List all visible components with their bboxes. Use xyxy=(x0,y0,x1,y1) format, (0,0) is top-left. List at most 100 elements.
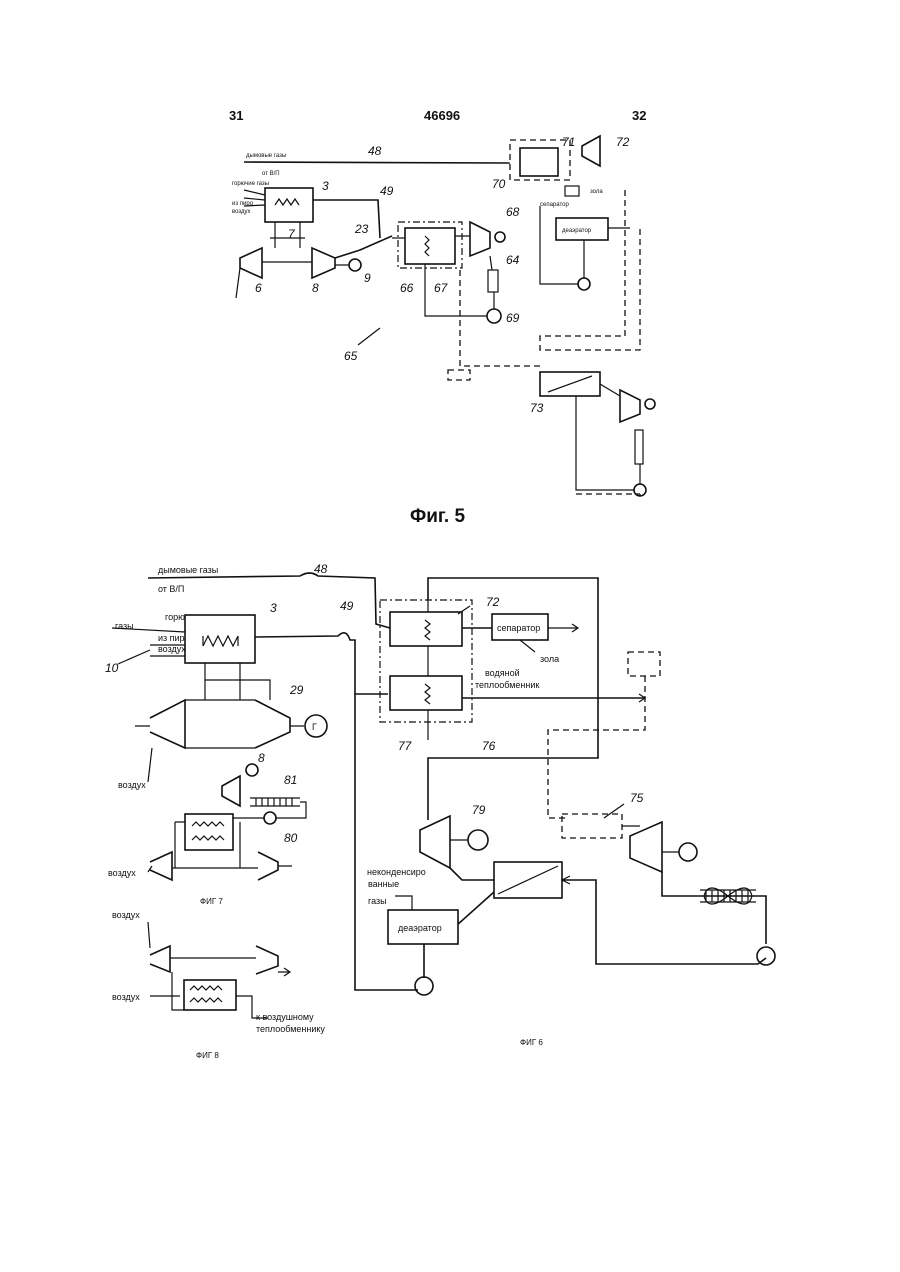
fig5-heat-exchanger xyxy=(405,228,455,264)
fig6-label-from-vp: от В/П xyxy=(158,584,184,594)
left-page-number: 31 xyxy=(229,108,243,123)
fig6-num-8: 8 xyxy=(258,751,265,765)
fig5-steam-turbine xyxy=(470,222,490,256)
fig6-num-76: 76 xyxy=(482,739,496,753)
fig5-caption: Фиг. 5 xyxy=(410,506,465,527)
fig5-line-49 xyxy=(313,200,380,238)
fig5-lower-dashed xyxy=(576,494,640,496)
fig7-upper-gen xyxy=(246,764,258,776)
fig6-label-flue-gas: дымовые газы xyxy=(158,565,218,575)
figure-8: воздух воздух к воздушному теплообменник… xyxy=(112,910,325,1060)
fig6-num-10: 10 xyxy=(105,661,119,675)
fig5-num-65: 65 xyxy=(344,349,358,363)
figure-5: дымовые газы от В/П 48 горючие газы из п… xyxy=(232,135,655,527)
figure-6: дымовые газы от В/П 48 горючие газы из п… xyxy=(105,562,775,1047)
fig6-label-noncond-1: неконденсиро xyxy=(367,867,426,877)
fig8-label-to-air-hx-1: к воздушному xyxy=(256,1012,314,1022)
fig5-label-separator: сепаратор xyxy=(540,202,569,208)
fig6-label-air-bottom: воздух xyxy=(118,780,146,790)
fig5-turbine-connections xyxy=(262,222,312,262)
fig8-label-to-air-hx-2: теплообменнику xyxy=(256,1024,325,1034)
fig5-turbine xyxy=(312,248,335,278)
fig6-num-49: 49 xyxy=(340,599,354,613)
fig5-pump-69 xyxy=(487,309,501,323)
fig5-num-68: 68 xyxy=(506,205,520,219)
fig7-num-80: 80 xyxy=(284,831,298,845)
fig5-dashed-feed xyxy=(540,190,640,350)
fig5-valve xyxy=(565,186,579,196)
fig5-line-23 xyxy=(335,236,392,258)
fig5-num-49: 49 xyxy=(380,184,394,198)
fig6-compressor xyxy=(150,700,185,748)
fig8-label-air-top: воздух xyxy=(112,910,140,920)
fig5-turbine-feed xyxy=(455,236,492,270)
fig6-leader-72 xyxy=(458,606,470,614)
fig6-num-29: 29 xyxy=(289,683,304,697)
fig5-label-flue-gas: дымовые газы xyxy=(246,153,286,159)
fig5-num-73: 73 xyxy=(530,401,544,415)
fig5-label-ash: зола xyxy=(590,189,603,195)
fig5-generator-9 xyxy=(349,259,361,271)
fig6-generator-symbol: Г xyxy=(312,722,317,732)
fig6-label-water-hx-1: водяной xyxy=(485,668,520,678)
fig5-condenser-lower xyxy=(635,430,643,464)
fig7-label-air: воздух xyxy=(108,868,136,878)
fig5-num-70: 70 xyxy=(492,177,506,191)
fig5-num-3: 3 xyxy=(322,179,329,193)
fig6-condenser-line xyxy=(662,872,766,944)
fig5-flue-gas-line xyxy=(244,162,510,163)
fig7-shaft xyxy=(172,866,292,868)
fig6-leader-75 xyxy=(604,804,624,818)
fig5-pump xyxy=(578,278,590,290)
fig5-furnace xyxy=(265,188,313,222)
fig8-hx xyxy=(184,980,236,1010)
fig5-num-69: 69 xyxy=(506,311,520,325)
fig7-turbine xyxy=(258,852,278,880)
fig6-air-inlet xyxy=(148,748,152,782)
fig8-compressor xyxy=(150,946,170,972)
fig5-num-8: 8 xyxy=(312,281,319,295)
fig6-num-79: 79 xyxy=(472,803,486,817)
fig8-air-top-line xyxy=(148,922,150,948)
fig8-turbine xyxy=(256,946,278,974)
fig6-right-generator xyxy=(679,843,697,861)
fig5-condenser-64 xyxy=(488,270,498,292)
fig7-compressor xyxy=(150,852,172,880)
fig6-num-75: 75 xyxy=(630,791,644,805)
fig5-lower-piping xyxy=(576,384,640,490)
fig7-caption: ФИГ 7 xyxy=(200,897,223,906)
fig6-num-77: 77 xyxy=(398,739,413,753)
patent-number: 46696 xyxy=(424,108,460,123)
fig6-turbine-manifold xyxy=(185,663,270,748)
fig5-num-66: 66 xyxy=(400,281,414,295)
fig5-num-23: 23 xyxy=(354,222,369,236)
fig5-num-72: 72 xyxy=(616,135,630,149)
fig8-shaft xyxy=(170,958,290,976)
fig6-label-ash: зола xyxy=(540,654,559,664)
fig6-label-water-hx-2: теплообменник xyxy=(475,680,539,690)
fig7-num-81: 81 xyxy=(284,773,297,787)
fig6-line-49 xyxy=(255,633,388,694)
fig6-steam-gen-79 xyxy=(468,830,488,850)
fig6-num-3: 3 xyxy=(270,601,277,615)
fig5-steam-gen xyxy=(495,232,505,242)
fig6-caption: ФИГ 6 xyxy=(520,1038,543,1047)
fig6-turbine-exhaust xyxy=(450,868,494,880)
right-page-number: 32 xyxy=(632,108,646,123)
fig7-pump xyxy=(264,812,276,824)
fig5-dashed-branch xyxy=(448,270,540,380)
fig5-num-67: 67 xyxy=(434,281,449,295)
fig5-label-air: воздух xyxy=(232,209,251,215)
fig7-hx xyxy=(185,814,233,850)
fig6-right-pump xyxy=(757,947,775,965)
fig6-turbine xyxy=(255,700,290,748)
fig5-turbine-72 xyxy=(582,136,600,166)
fig6-label-deaerator: деаэратор xyxy=(398,923,442,933)
page-header: 31 46696 32 xyxy=(229,108,646,123)
fig6-dashed-unit xyxy=(562,814,622,838)
fig5-hx-71 xyxy=(520,148,558,176)
fig6-noncond-line xyxy=(395,896,412,910)
fig7-condenser-fins xyxy=(256,798,292,806)
fig5-num-71: 71 xyxy=(562,135,575,149)
